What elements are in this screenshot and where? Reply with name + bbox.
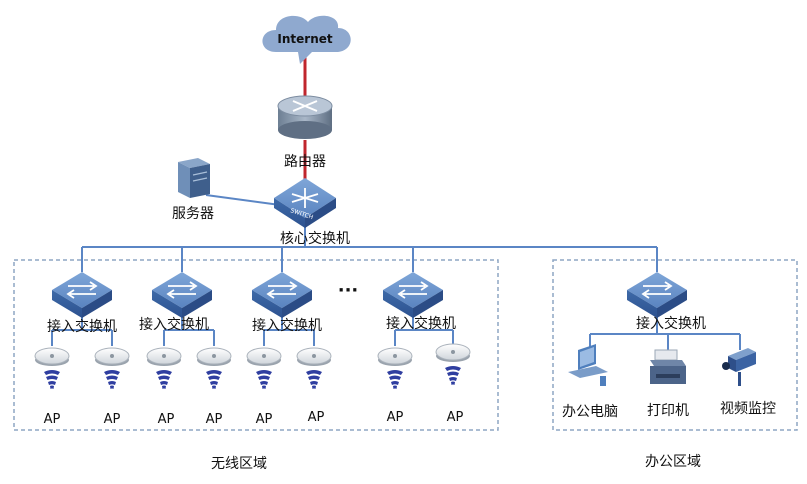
switch-arrows-icon (66, 281, 98, 299)
ap-device-4 (196, 347, 232, 389)
office-printer-icon (650, 349, 686, 384)
switch-arrows-icon (266, 281, 298, 299)
access-switch-office-label: 接入交换机 (636, 315, 706, 332)
router (277, 95, 333, 139)
wireless-zone-border (13, 259, 499, 431)
switch-arrows-icon (166, 281, 198, 299)
office-pc-label: 办公电脑 (562, 404, 618, 420)
ap-label-4: AP (206, 412, 223, 427)
router-arrows-icon (292, 100, 318, 112)
access-switch-4 (383, 272, 443, 318)
server-label: 服务器 (172, 206, 214, 222)
core-switch-label: 核心交换机 (280, 230, 350, 247)
access-switch-1 (52, 272, 112, 318)
ap-label-5: AP (256, 412, 273, 427)
ap-label-1: AP (44, 412, 61, 427)
core-switch-arrows-icon (291, 188, 319, 208)
wifi-signal-icon (156, 370, 172, 389)
access-switch-4-label: 接入交换机 (386, 315, 456, 332)
internet-cloud: Internet (262, 15, 351, 64)
wifi-signal-icon (104, 370, 120, 389)
internet-label: Internet (277, 32, 332, 46)
office-drop-lines (589, 310, 741, 350)
access-switch-1-label: 接入交换机 (47, 318, 117, 335)
ap-device-5 (246, 347, 282, 389)
router-label: 路由器 (284, 154, 326, 170)
wifi-signal-icon (306, 370, 322, 389)
office-pc-icon (568, 344, 608, 386)
ap-device-1 (34, 347, 70, 389)
office-zone-border (552, 259, 798, 431)
ap-label-8: AP (447, 410, 464, 425)
access-switch-3 (252, 272, 312, 318)
office-camera-icon (722, 348, 756, 386)
core-switch: SWITCH (274, 178, 336, 228)
office-printer-label: 打印机 (647, 402, 689, 419)
ap-device-6 (296, 347, 332, 389)
office-camera-label: 视频监控 (720, 401, 776, 417)
server-core-link (205, 194, 281, 206)
ap-label-6: AP (308, 410, 325, 425)
ap-device-3 (146, 347, 182, 389)
access-switch-office (627, 272, 687, 318)
server-icon (178, 158, 210, 198)
wifi-signal-icon (445, 366, 461, 385)
access-switch-2 (152, 272, 212, 318)
ap-device-8 (435, 343, 471, 385)
ap-label-2: AP (104, 412, 121, 427)
more-switches-ellipsis: ··· (338, 280, 359, 301)
access-switch-3-label: 接入交换机 (252, 317, 322, 334)
access-switch-drops (81, 247, 658, 272)
access-switch-2-label: 接入交换机 (139, 316, 209, 333)
ap-label-3: AP (158, 412, 175, 427)
ap-device-2 (94, 347, 130, 389)
ap-device-7 (377, 347, 413, 389)
switch-arrows-icon (641, 281, 673, 299)
ap-drop-lines (51, 310, 454, 346)
switch-arrows-icon (397, 281, 429, 299)
wifi-signal-icon (44, 370, 60, 389)
wifi-signal-icon (256, 370, 272, 389)
wifi-signal-icon (387, 370, 403, 389)
access-points (34, 343, 471, 389)
office-zone-label: 办公区域 (645, 454, 701, 470)
ap-label-7: AP (387, 410, 404, 425)
wifi-signal-icon (206, 370, 222, 389)
wireless-zone-label: 无线区域 (211, 456, 267, 472)
